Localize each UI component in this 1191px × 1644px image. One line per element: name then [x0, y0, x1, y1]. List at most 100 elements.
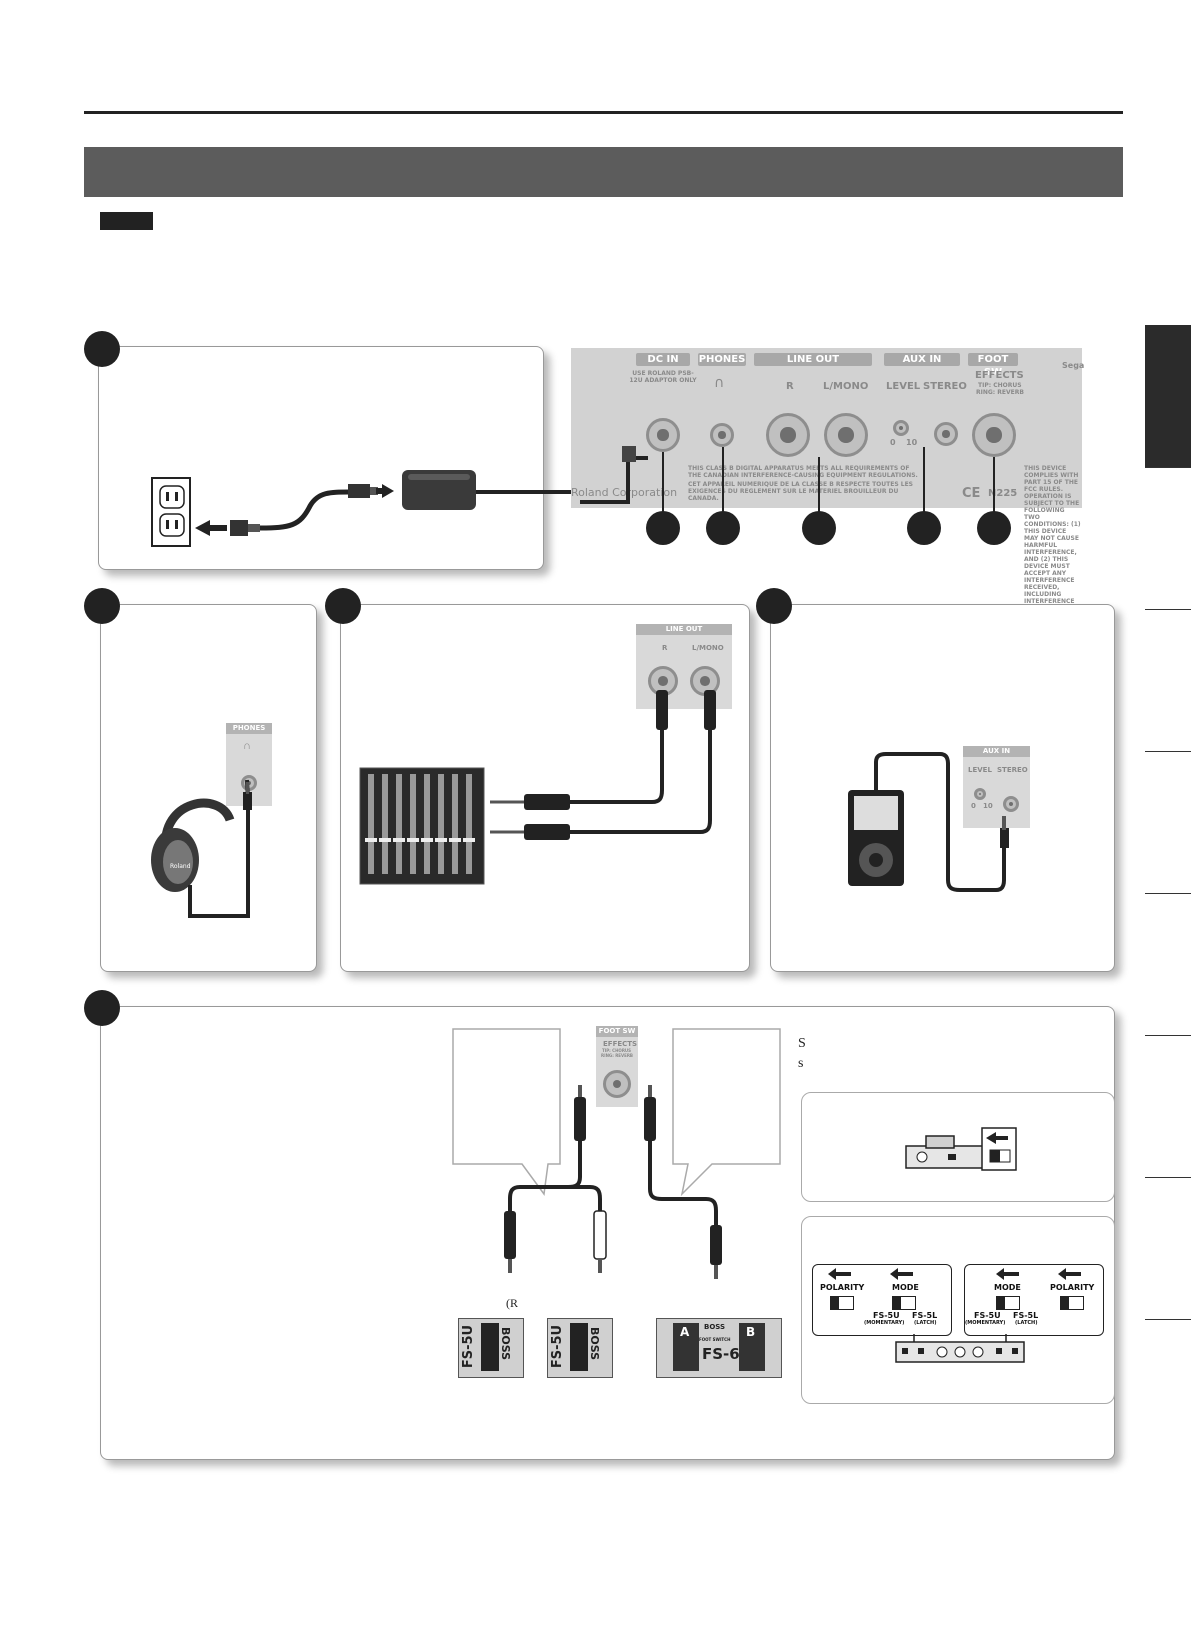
fs6-b-label: B [746, 1325, 756, 1339]
polarity-switch-left[interactable] [830, 1296, 854, 1310]
top-rule [84, 111, 1123, 114]
music-player-illustration [848, 752, 1009, 892]
dc-in-note: USE ROLAND PSB-12U ADAPTOR ONLY [629, 370, 697, 384]
phones-label: PHONES [698, 353, 746, 366]
ring-label: RING: REVERB [976, 389, 1024, 396]
mode-arrow-icon [890, 1268, 913, 1280]
leader-line [662, 452, 664, 514]
headphone-icon: ∩ [714, 375, 725, 391]
line-out-marker [802, 511, 836, 545]
note-tag [100, 212, 153, 230]
line-out-mini-r: R [662, 644, 668, 652]
fs5u-pedal-right: FS-5U BOSS [547, 1318, 613, 1378]
dc-in-jack[interactable] [646, 418, 680, 452]
line-out-lmono-label: L/MONO [823, 381, 869, 392]
phones-jack[interactable] [710, 423, 734, 447]
bubble-right [672, 1028, 781, 1197]
dc-in-label: DC IN [636, 353, 690, 366]
fs6-sub-label: FOOT SWITCH [699, 1337, 731, 1342]
fs6-pad-a [673, 1323, 699, 1371]
fs5l-label-left: FS-5L [912, 1311, 938, 1320]
foot-sw-label: FOOT SW [968, 353, 1018, 378]
fs6-a-label: A [680, 1325, 690, 1339]
polarity-arrow-icon [828, 1268, 851, 1280]
dc-plug-illustration [580, 446, 648, 504]
headphones-brand: Roland [170, 863, 191, 870]
aux-level-knob[interactable] [893, 420, 909, 436]
mode-switch-box [801, 1216, 1115, 1404]
side-tab[interactable] [1145, 467, 1191, 610]
aux-mini-panel: AUX IN LEVEL STEREO 0 10 [963, 746, 1030, 828]
level-max: 10 [906, 438, 918, 447]
aux-in-panel [770, 604, 1115, 972]
aux-mini-min: 0 [971, 802, 976, 810]
side-tab[interactable] [1145, 609, 1191, 752]
side-tab[interactable] [1145, 1177, 1191, 1320]
side-tab[interactable] [1145, 893, 1191, 1036]
phones-marker [706, 511, 740, 545]
aux-in-label: AUX IN [884, 353, 960, 366]
polarity-switch-right[interactable] [1060, 1296, 1084, 1310]
fs5u-label-right: FS-5U [974, 1311, 1001, 1320]
fs6-pad-b [739, 1323, 765, 1371]
mode-label-left: MODE [892, 1283, 919, 1292]
side-tab[interactable] [1145, 1035, 1191, 1178]
fs5u-side-illustration [905, 1127, 1017, 1171]
foot-sw-mini-tip: TIP: CHORUS [602, 1048, 632, 1053]
line-out-r-jack[interactable] [766, 413, 810, 457]
fragment-r-paren: (R [506, 1296, 518, 1310]
polarity-label-right: POLARITY [1050, 1283, 1095, 1292]
compliance-fr: CET APPAREIL NUMERIQUE DE LA CLASSE B RE… [688, 481, 913, 502]
level-min: 0 [890, 438, 896, 447]
ce-mark: CE [962, 486, 981, 501]
side-tab[interactable] [1145, 751, 1191, 894]
foot-switch-section-marker [84, 990, 120, 1026]
aux-mini-jack [1003, 796, 1019, 812]
polarity-arrow-icon [1058, 1268, 1081, 1280]
dc-in-marker [646, 511, 680, 545]
code-mark: N225 [988, 488, 1018, 499]
side-tab-active[interactable] [1145, 325, 1191, 468]
foot-sw-jack[interactable] [972, 413, 1016, 457]
aux-mini-stereo: STEREO [997, 766, 1028, 774]
aux-mini-knob [974, 788, 986, 800]
foot-sw-marker [977, 511, 1011, 545]
effects-label: EFFECTS [975, 370, 1024, 381]
tip-label: TIP: CHORUS [978, 382, 1022, 389]
aux-stereo-label: STEREO [923, 381, 967, 392]
mixer-illustration [359, 690, 716, 885]
boss-label: BOSS [499, 1326, 513, 1361]
momentary-label-left: (MOMENTARY) [864, 1320, 905, 1326]
latch-label-right: (LATCH) [1015, 1320, 1038, 1326]
leader-line [993, 457, 995, 514]
aux-in-section-marker [756, 588, 792, 624]
fragment-s2: s [798, 1056, 804, 1071]
leader-line [722, 447, 724, 514]
headphones-panel [100, 604, 317, 972]
aux-stereo-jack[interactable] [934, 422, 958, 446]
right-switch-panel [964, 1264, 1104, 1336]
power-section-marker [84, 331, 120, 367]
fs5l-label-right: FS-5L [1013, 1311, 1039, 1320]
aux-in-marker [907, 511, 941, 545]
fs6-side-illustration [895, 1334, 1025, 1363]
mode-switch-right[interactable] [996, 1296, 1020, 1310]
momentary-label-right: (MOMENTARY) [965, 1320, 1006, 1326]
boss-label: BOSS [588, 1326, 602, 1361]
line-out-mini-label: LINE OUT [636, 624, 732, 635]
fs5u-label-left: FS-5U [873, 1311, 900, 1320]
fs6-label: FS-6 [702, 1345, 740, 1363]
fs5u-pedal-left: FS-5U BOSS [458, 1318, 524, 1378]
mode-switch-left[interactable] [892, 1296, 916, 1310]
leader-line [818, 457, 820, 514]
foot-sw-mini-label: FOOT SW [596, 1026, 638, 1037]
fs5u-label: FS-5U [550, 1324, 566, 1369]
compliance-en: THIS CLASS B DIGITAL APPARATUS MEETS ALL… [688, 465, 918, 479]
headphones-illustration: Roland [151, 779, 252, 918]
fcc-text: THIS DEVICE COMPLIES WITH PART 15 OF THE… [1024, 465, 1081, 605]
line-out-r-label: R [786, 381, 794, 392]
line-out-lmono-jack[interactable] [824, 413, 868, 457]
fragment-s1: S [798, 1036, 806, 1051]
foot-sw-mini-ring: RING: REVERB [601, 1053, 633, 1058]
power-connection-illustration [151, 470, 580, 547]
